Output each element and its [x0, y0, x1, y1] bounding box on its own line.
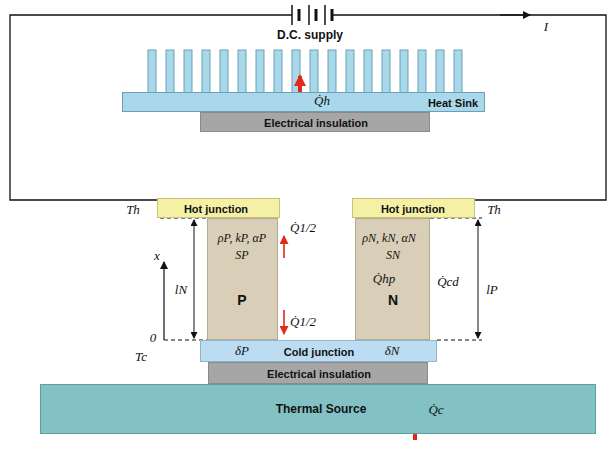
axis-label: x — [153, 249, 161, 263]
node-label: Heat Sink — [428, 97, 478, 109]
heat-flow-label: Q̇c — [427, 403, 444, 417]
node-label: Thermal Source — [276, 403, 367, 416]
width-label: δP — [234, 344, 250, 358]
origin-label: 0 — [149, 331, 158, 345]
fin — [166, 50, 174, 93]
temperature-label: Th — [486, 203, 502, 217]
fin — [418, 50, 426, 93]
heat-sink-base: Heat Sink — [122, 92, 485, 112]
fin — [310, 50, 318, 93]
fin — [328, 50, 336, 93]
battery-symbol — [292, 5, 332, 25]
heat-flow-label: Q̇cd — [436, 275, 460, 289]
width-label: δN — [384, 344, 401, 358]
fin — [346, 50, 354, 93]
fin — [238, 50, 246, 93]
fin — [382, 50, 390, 93]
length-label: lN — [174, 283, 188, 297]
node-label: ρN, kN, αN — [362, 232, 415, 245]
fin — [436, 50, 444, 93]
heat-flow-label: Q̇h — [313, 94, 331, 108]
fin — [364, 50, 372, 93]
node-label: P — [237, 293, 246, 308]
fin — [400, 50, 408, 93]
fin — [202, 50, 210, 93]
heat-sink-fins — [148, 50, 462, 93]
hot-junction: Hot junction — [352, 198, 475, 218]
node-label: N — [388, 293, 398, 308]
fin — [256, 50, 264, 93]
node-label: Cold junction — [284, 346, 354, 358]
heat-flow-label: Q̇1/2 — [289, 315, 317, 329]
circuit-wire — [10, 15, 606, 200]
node-label: Hot junction — [381, 203, 445, 215]
p-leg: ρP, kP, αP SP P — [207, 218, 278, 340]
reference-dashes — [160, 218, 482, 340]
node-label: SN — [386, 249, 400, 262]
node-label: ρP, kP, αP — [218, 232, 266, 245]
supply-label: D.C. supply — [276, 29, 344, 42]
fin — [184, 50, 192, 93]
node-label: Electrical insulation — [267, 368, 371, 380]
fin — [148, 50, 156, 93]
fin — [454, 50, 462, 93]
thermal-source: Thermal Source — [40, 384, 596, 434]
temperature-label: Th — [125, 203, 141, 217]
heat-flow-label: Q̇1/2 — [289, 221, 317, 235]
insulation-layer: Electrical insulation — [208, 362, 428, 384]
heat-flow-label: Q̇hp — [372, 272, 396, 286]
node-label: Electrical insulation — [264, 117, 368, 129]
temperature-label: Tc — [134, 350, 148, 364]
length-label: lP — [485, 283, 499, 297]
node-label: SP — [235, 249, 248, 262]
insulation-layer: Electrical insulation — [200, 112, 430, 132]
node-label: Hot junction — [184, 203, 248, 215]
current-label: I — [543, 20, 549, 34]
fin — [274, 50, 282, 93]
fin — [220, 50, 228, 93]
x-axis — [163, 262, 164, 340]
hot-junction: Hot junction — [157, 198, 280, 218]
